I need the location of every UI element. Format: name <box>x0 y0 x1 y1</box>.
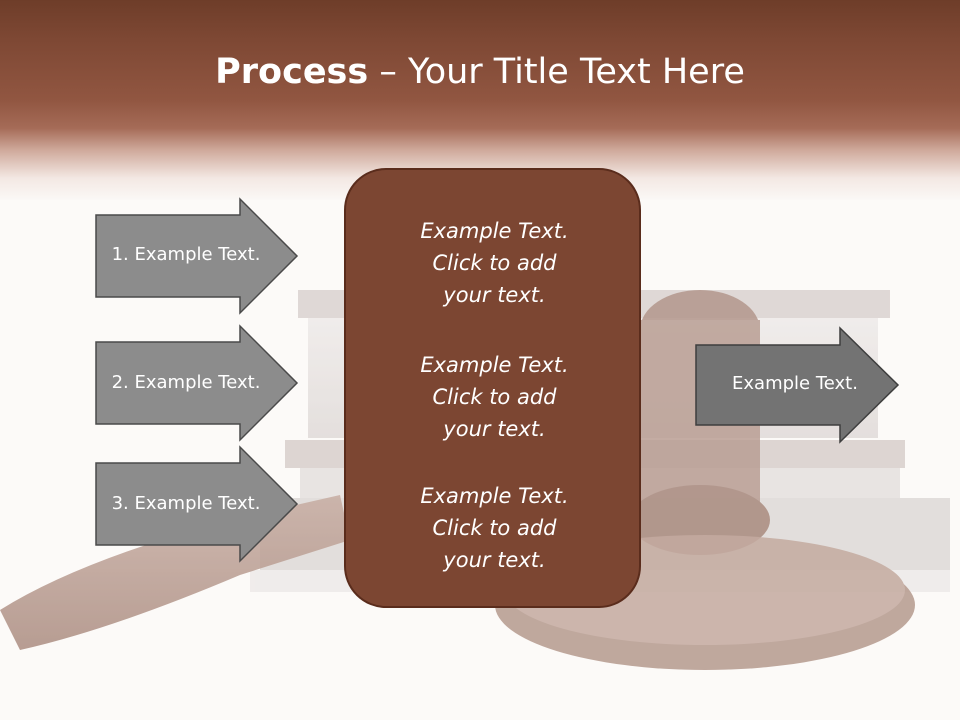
left-arrow-3-label[interactable]: 3. Example Text. <box>111 493 261 514</box>
right-arrow-label[interactable]: Example Text. <box>732 373 858 394</box>
center-text-box[interactable]: Example Text. Click to add your text. Ex… <box>344 168 641 608</box>
center-text-line: your text. <box>443 283 546 307</box>
title-rest: – Your Title Text Here <box>368 52 745 92</box>
center-text-block-1: Example Text. Click to add your text. <box>346 215 643 311</box>
center-text-line: Click to add <box>432 385 557 409</box>
center-text-block-3: Example Text. Click to add your text. <box>346 480 643 576</box>
slide-title[interactable]: Process – Your Title Text Here <box>0 52 960 92</box>
center-text-line: your text. <box>443 417 546 441</box>
left-arrow-1 <box>95 197 299 315</box>
center-text-line: your text. <box>443 548 546 572</box>
left-arrow-2 <box>95 324 299 442</box>
center-text-line: Example Text. <box>420 353 569 377</box>
left-arrow-3 <box>95 445 299 563</box>
center-text-line: Example Text. <box>420 484 569 508</box>
center-text-line: Click to add <box>432 516 557 540</box>
center-text-line: Example Text. <box>420 219 569 243</box>
right-arrow <box>695 326 900 444</box>
center-text-block-2: Example Text. Click to add your text. <box>346 349 643 445</box>
center-text-line: Click to add <box>432 251 557 275</box>
left-arrow-1-label[interactable]: 1. Example Text. <box>111 244 261 265</box>
left-arrow-2-label[interactable]: 2. Example Text. <box>111 372 261 393</box>
title-bold: Process <box>215 52 369 92</box>
header-band <box>0 0 960 200</box>
